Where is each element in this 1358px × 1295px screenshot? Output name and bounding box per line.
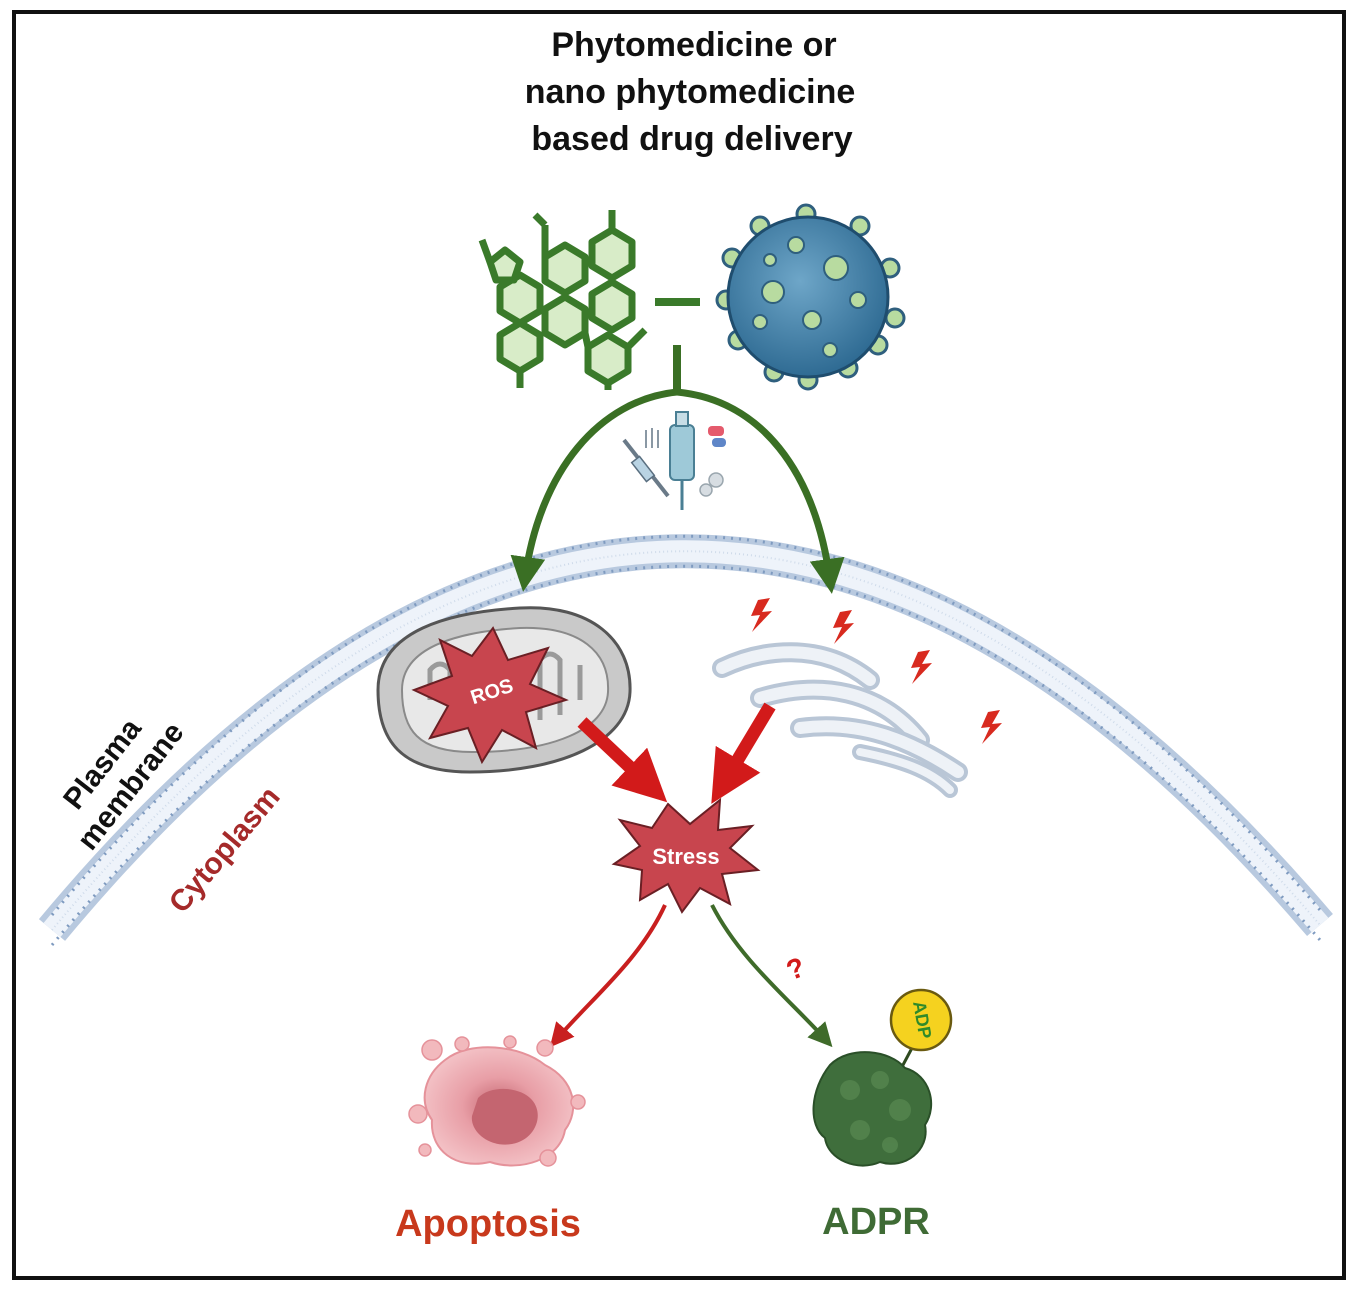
arrow-er-to-stress [711, 702, 776, 804]
delivery-pathway [510, 345, 845, 594]
figure-border [12, 10, 1346, 1280]
phytochemical-molecule-icon [478, 210, 648, 390]
ros-starburst: ROS [411, 626, 569, 765]
plasma-membrane [38, 534, 1333, 946]
lightning-icon [751, 598, 772, 632]
uncertain-mark: ? [782, 951, 809, 986]
lightning-bolts [751, 598, 1002, 744]
arrow-stress-to-adpr [710, 904, 833, 1048]
title-line-2: nano phytomedicine [525, 73, 856, 111]
title-line-3: based drug delivery [531, 120, 852, 158]
adpr-label: ADPR [822, 1201, 930, 1243]
lightning-icon [981, 710, 1002, 744]
title-line-1: Phytomedicine or [551, 26, 836, 64]
lightning-icon [911, 650, 932, 684]
apoptosis-label: Apoptosis [395, 1203, 581, 1245]
arrow-to-mitochondrion [510, 388, 678, 592]
apoptotic-cell-icon [408, 1035, 586, 1167]
adp-ribosylated-protein-icon [812, 1047, 933, 1167]
nanoparticle-icon [715, 203, 906, 391]
title-block: Phytomedicine or nano phytomedicine base… [525, 26, 856, 158]
arrow-ros-to-stress [577, 717, 668, 803]
stress-label: Stress [652, 844, 719, 869]
lightning-icon [833, 610, 854, 644]
arrow-stress-to-apoptosis [549, 904, 667, 1048]
drug-delivery-tools-icon [622, 411, 726, 510]
adp-badge: ADP [889, 988, 953, 1052]
endoplasmic-reticulum-icon [712, 642, 968, 798]
stress-starburst: Stress [611, 797, 761, 914]
arrow-to-er [676, 388, 845, 594]
